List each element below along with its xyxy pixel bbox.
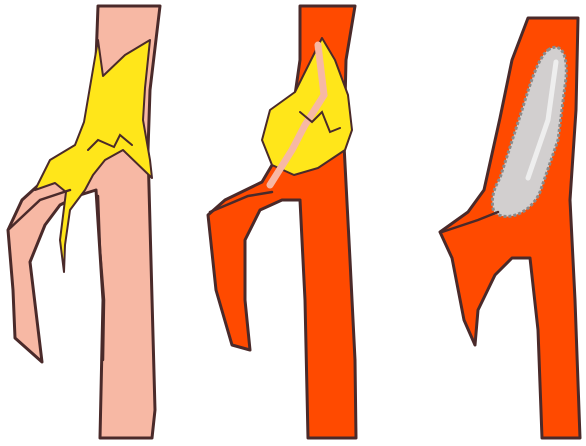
panel-3-patched-artery	[440, 18, 580, 438]
panel-2-opened-artery	[208, 6, 356, 438]
panel-1-diseased-artery	[8, 6, 160, 438]
